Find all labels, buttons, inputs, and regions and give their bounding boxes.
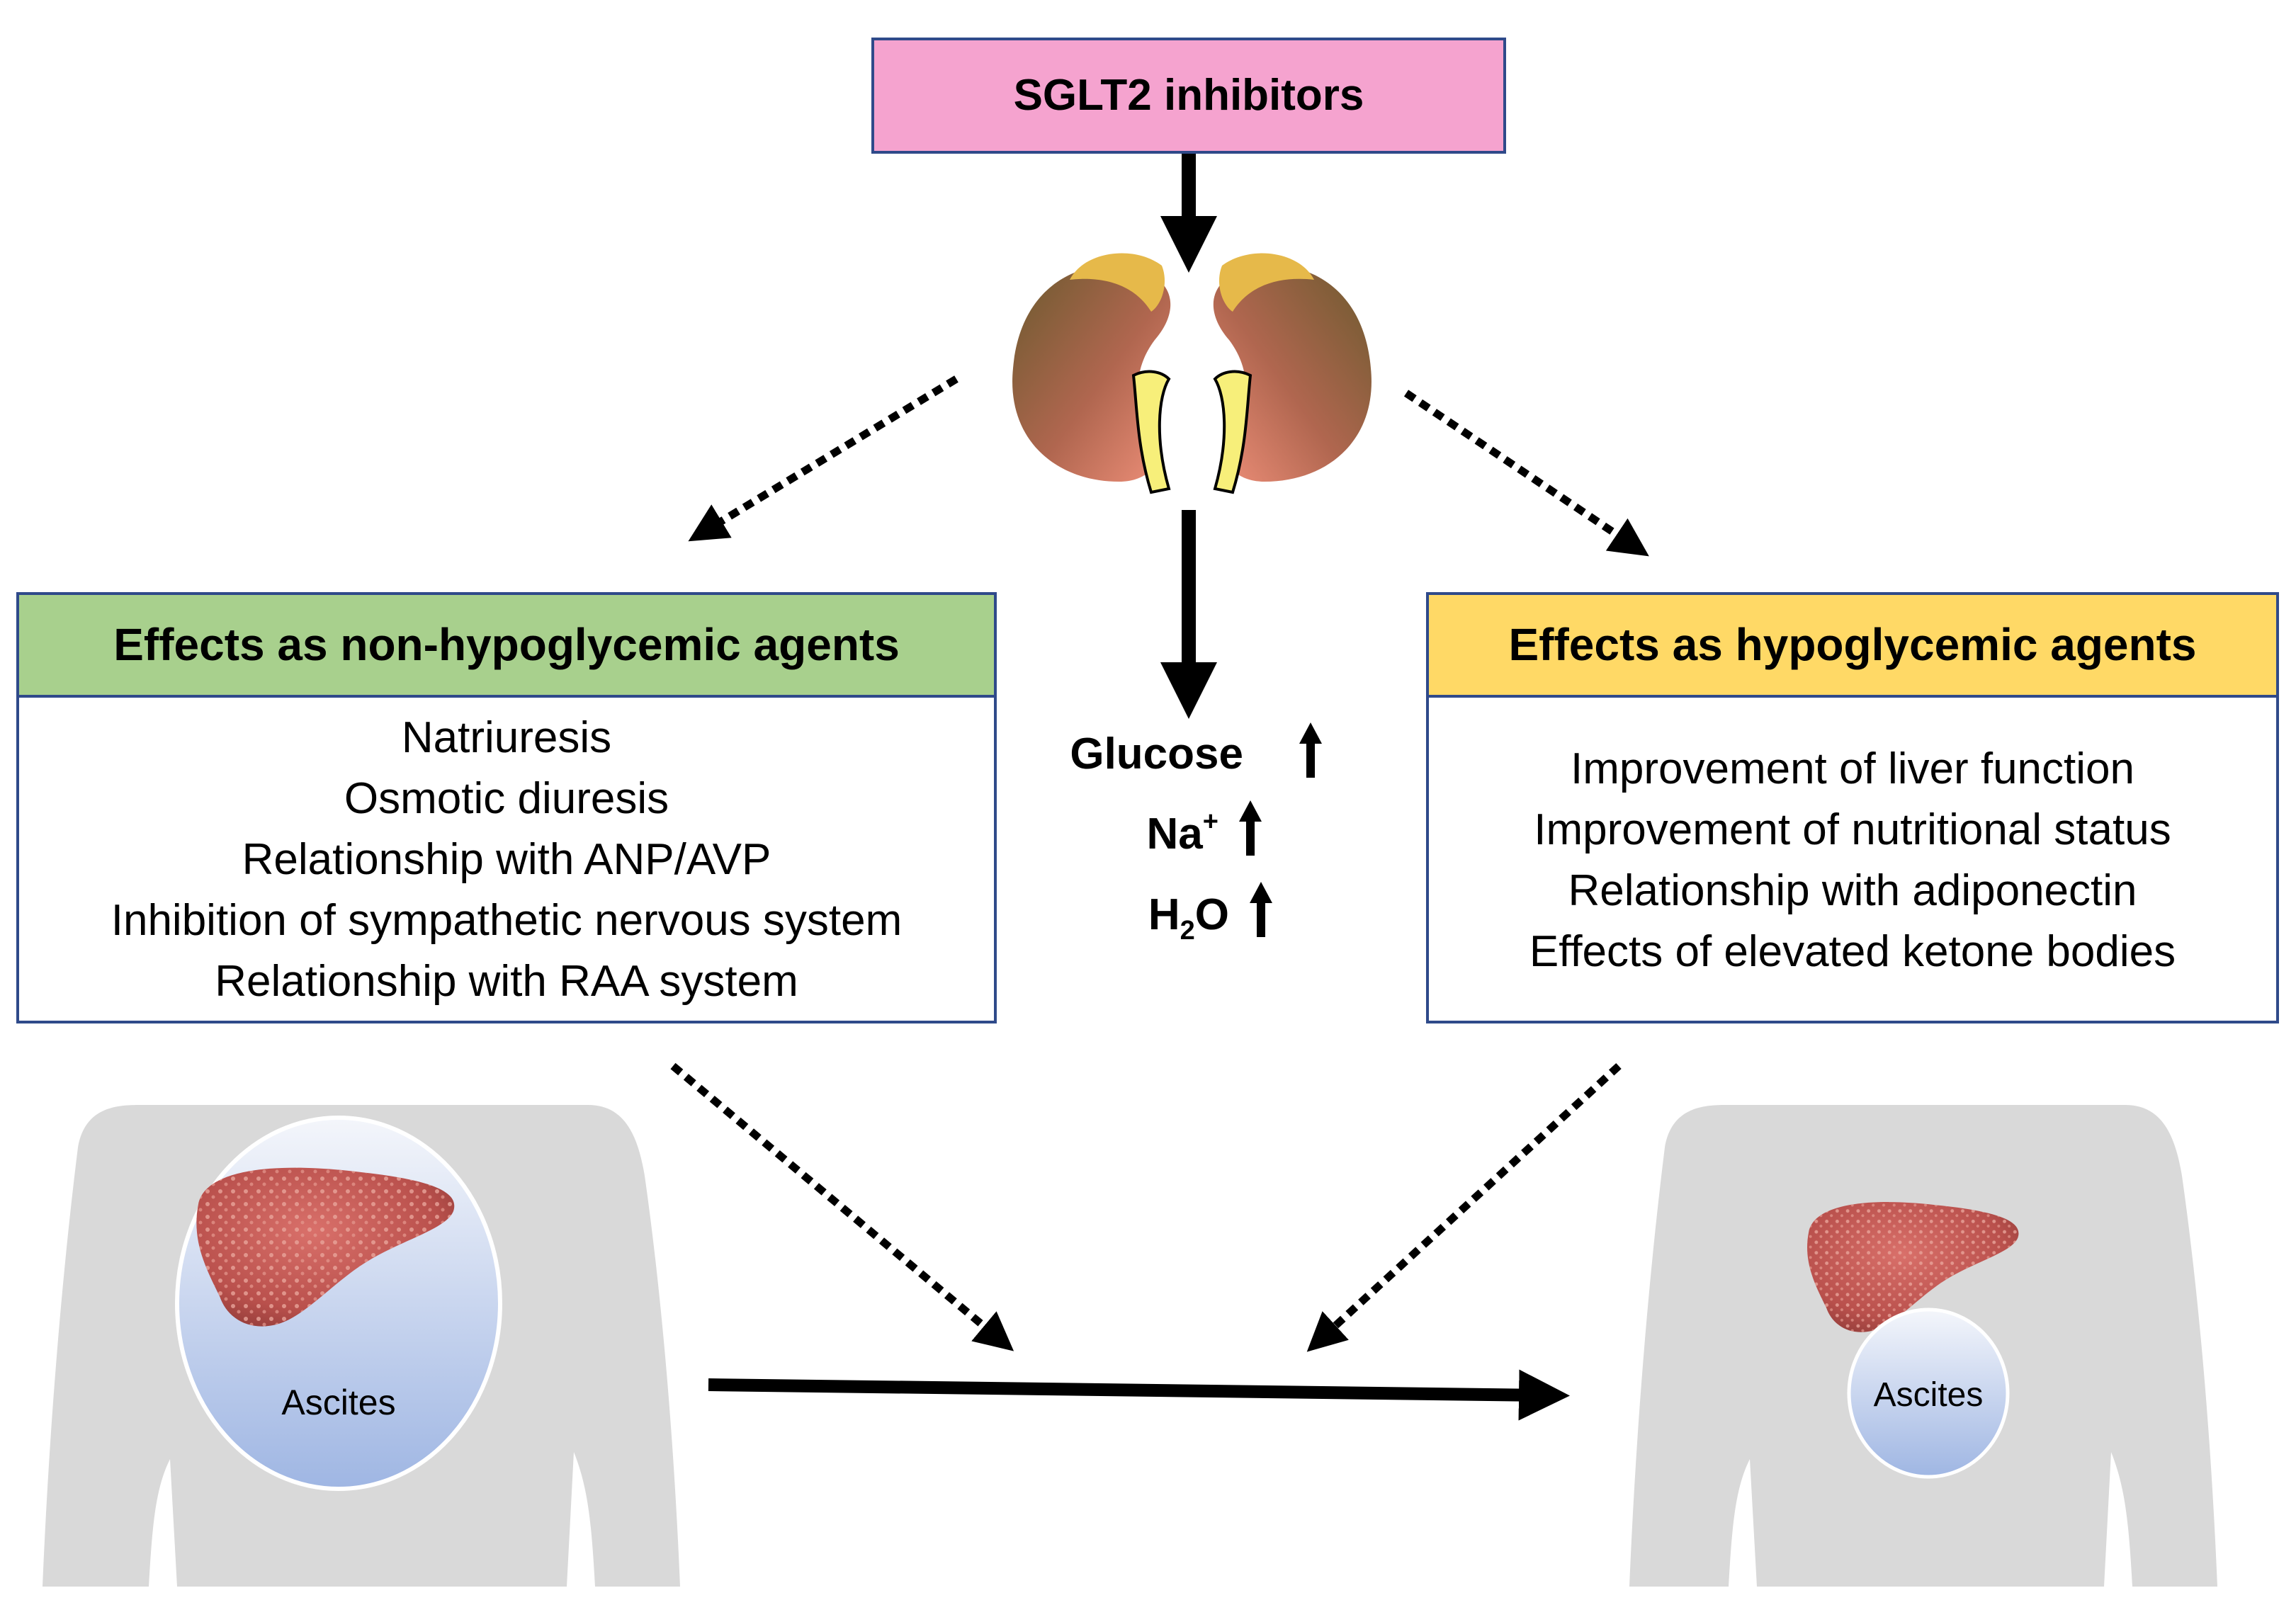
top-box-label: SGLT2 inhibitors	[1014, 71, 1364, 120]
right-item: Relationship with adiponectin	[1568, 866, 2137, 915]
arrow-right-to-center	[1306, 1062, 1622, 1352]
arrow-kidney-to-left	[688, 375, 958, 542]
excretion-list: Glucose Na+ H2O	[1070, 722, 1322, 946]
right-item: Effects of elevated ketone bodies	[1529, 927, 2176, 976]
left-item: Inhibition of sympathetic nervous system	[111, 896, 903, 945]
right-item: Improvement of nutritional status	[1534, 805, 2171, 854]
right-item: Improvement of liver function	[1571, 744, 2134, 793]
h2o-label: H2O	[1148, 890, 1229, 946]
right-panel: Effects as hypoglycemic agents Improveme…	[1426, 592, 2279, 1023]
kidney-icon	[1012, 253, 1372, 494]
left-item: Relationship with ANP/AVP	[242, 835, 771, 884]
up-arrow-icon	[1250, 882, 1272, 937]
glucose-label: Glucose	[1070, 730, 1243, 778]
arrows	[670, 154, 1649, 1421]
liver-icon	[196, 1167, 455, 1327]
left-item: Relationship with RAA system	[215, 957, 798, 1006]
left-panel-title: Effects as non-hypoglycemic agents	[113, 619, 900, 670]
right-body: Ascites	[1629, 1105, 2217, 1587]
left-panel: Effects as non-hypoglycemic agents Natri…	[16, 592, 997, 1023]
up-arrow-icon	[1239, 800, 1262, 856]
up-arrow-icon	[1299, 722, 1322, 778]
arrow-kidney-to-right	[1403, 390, 1649, 557]
top-box: SGLT2 inhibitors	[871, 38, 1506, 154]
right-panel-title: Effects as hypoglycemic agents	[1508, 619, 2196, 670]
left-item: Osmotic diuresis	[344, 774, 669, 823]
ascites-area	[1847, 1308, 2010, 1479]
left-item: Natriuresis	[402, 713, 611, 762]
ascites-label-left: Ascites	[281, 1383, 395, 1422]
left-body: Ascites	[43, 1105, 680, 1587]
na-label: Na+	[1147, 807, 1218, 858]
ascites-label-right: Ascites	[1874, 1376, 1984, 1414]
arrow-improvement	[708, 1369, 1570, 1421]
liver-icon	[1807, 1202, 2019, 1332]
arrow-left-to-center	[670, 1062, 1014, 1351]
